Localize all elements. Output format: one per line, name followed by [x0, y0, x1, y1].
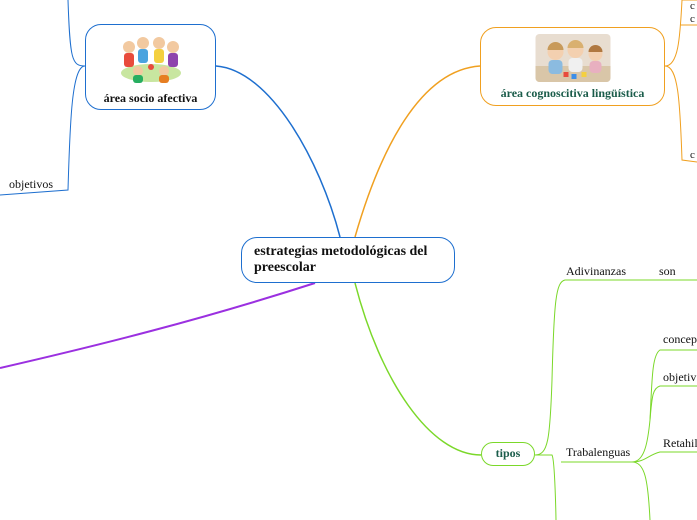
node-socio-afectiva[interactable]: área socio afectiva	[85, 24, 216, 110]
children-playing-photo-icon	[535, 34, 610, 82]
tipos-label: tipos	[496, 446, 521, 460]
central-topic-label: estrategias metodológicas del preescolar	[254, 244, 427, 275]
cognoscitiva-label: área cognoscitiva lingüística	[481, 86, 664, 101]
socio-afectiva-label: área socio afectiva	[86, 91, 215, 106]
topic-adivinanzas[interactable]: Adivinanzas	[566, 264, 626, 279]
topic-objetivos-trabalenguas[interactable]: objetiv	[663, 370, 696, 385]
topic-retahilas[interactable]: Retahil	[663, 436, 697, 451]
central-topic[interactable]: estrategias metodológicas del preescolar	[241, 237, 455, 283]
topic-trabalenguas[interactable]: Trabalenguas	[566, 445, 630, 460]
children-sitting-circle-illustration-icon	[116, 31, 186, 85]
edge-fragment-2[interactable]: c	[690, 13, 695, 25]
topic-objetivos-socio[interactable]: objetivos	[9, 177, 53, 192]
edge-fragment-3[interactable]: c	[690, 149, 695, 161]
topic-son[interactable]: son	[659, 264, 676, 279]
topic-concepto[interactable]: concep	[663, 332, 697, 347]
node-cognoscitiva-linguistica[interactable]: área cognoscitiva lingüística	[480, 27, 665, 106]
node-tipos[interactable]: tipos	[481, 442, 535, 466]
edge-fragment-1[interactable]: c	[690, 0, 695, 12]
